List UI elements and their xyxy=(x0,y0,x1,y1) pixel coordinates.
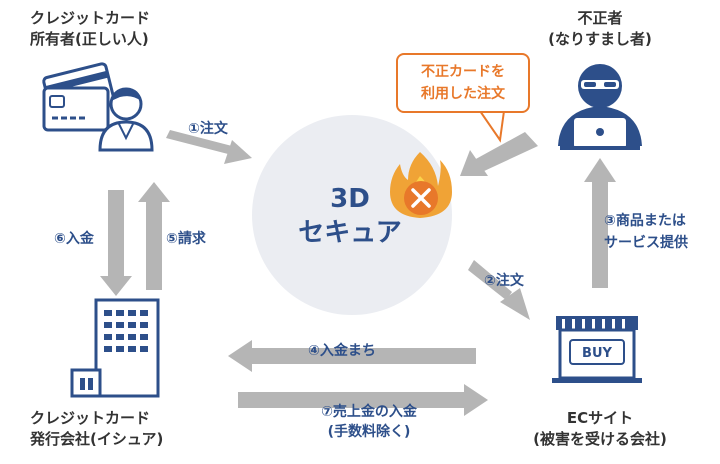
step-5-label: ⑤請求 xyxy=(166,231,206,247)
arrow-5-billing xyxy=(138,182,170,290)
ec-site-label: ECサイト (被害を受ける会社) xyxy=(510,408,690,450)
center-circle xyxy=(252,115,452,315)
step-7-label: ⑦売上金の入金 (手数料除く) xyxy=(294,402,444,442)
fraudster-label-line-2: (なりすまし者) xyxy=(548,30,652,48)
center-label-line-2: セキュア xyxy=(298,218,402,248)
arrow-7-sales xyxy=(238,384,488,416)
callout-tail xyxy=(478,110,506,143)
step-1-label: ①注文 xyxy=(188,121,228,137)
step-2-label: ②注文 xyxy=(484,273,524,289)
arrow-3-delivery xyxy=(584,158,616,288)
fraudster-label: 不正者 (なりすまし者) xyxy=(520,8,680,50)
shop-icon xyxy=(552,316,642,383)
shop-sign-text: BUY xyxy=(582,346,612,361)
cardholder-label: クレジットカード 所有者(正しい人) xyxy=(30,8,190,50)
fraudster-label-line-1: 不正者 xyxy=(577,9,623,27)
arrow-6-payment xyxy=(100,190,132,296)
issuer-label-line-1: クレジットカード xyxy=(30,409,151,427)
step-3-label-line-1: ③商品または xyxy=(604,213,686,229)
x-mark-icon xyxy=(404,181,438,215)
step-3-label-line-2: サービス提供 xyxy=(604,235,688,251)
fraud-order-callout: 不正カードを 利用した注文 xyxy=(396,53,530,113)
step-7-label-line-1: ⑦売上金の入金 xyxy=(321,404,417,420)
step-4-label: ④入金まち xyxy=(308,343,376,359)
step-3-label: ③商品または サービス提供 xyxy=(604,210,720,254)
issuer-label-line-2: 発行会社(イシュア) xyxy=(30,430,164,448)
step-7-label-line-2: (手数料除く) xyxy=(327,424,411,440)
ec-site-label-line-1: ECサイト xyxy=(566,409,634,427)
arrow-4-pending xyxy=(228,340,476,372)
building-icon xyxy=(70,298,160,398)
center-label: 3D セキュア xyxy=(270,182,430,250)
step-6-label: ⑥入金 xyxy=(54,231,94,247)
issuer-label: クレジットカード 発行会社(イシュア) xyxy=(30,408,210,450)
arrow-1-order xyxy=(166,130,252,164)
person-with-card-icon xyxy=(42,62,154,152)
callout-line-1: 不正カードを xyxy=(421,64,505,80)
arrow-2-order xyxy=(468,260,530,320)
hacker-icon xyxy=(558,64,642,150)
cardholder-label-line-1: クレジットカード xyxy=(30,9,151,27)
arrow-fraud-order xyxy=(460,132,538,176)
center-label-line-1: 3D xyxy=(330,184,370,214)
cardholder-label-line-2: 所有者(正しい人) xyxy=(30,30,149,48)
ec-site-label-line-2: (被害を受ける会社) xyxy=(533,430,667,448)
callout-line-2: 利用した注文 xyxy=(421,86,505,102)
